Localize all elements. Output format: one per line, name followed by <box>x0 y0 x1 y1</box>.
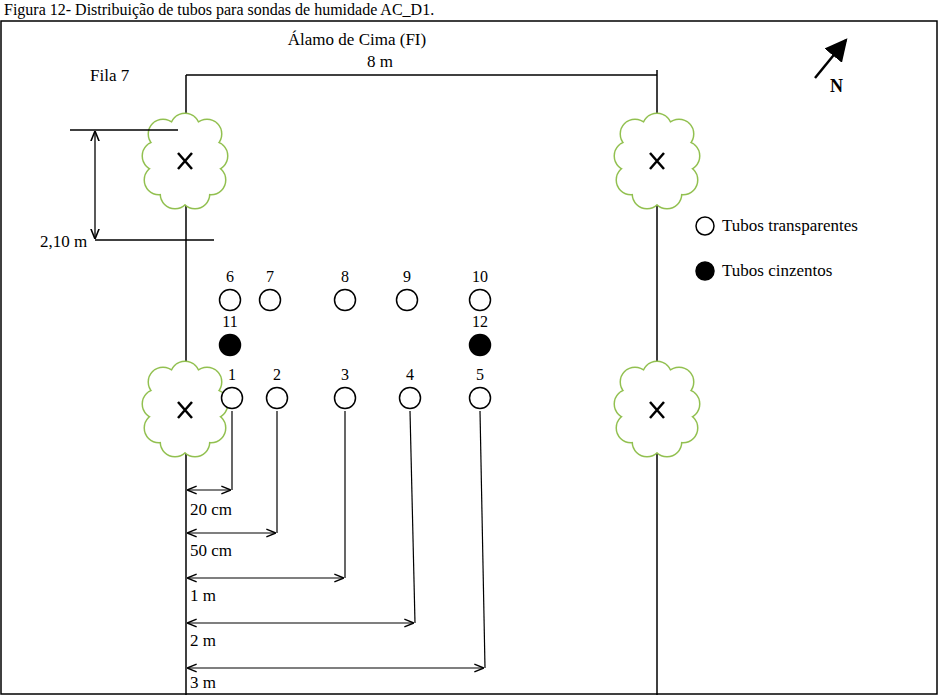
leader-line <box>232 411 485 668</box>
tube-number: 10 <box>465 267 495 287</box>
tube-circle <box>467 332 493 358</box>
tube-circle <box>332 287 358 313</box>
site-name: Álamo de Cima (FI) <box>288 30 426 50</box>
tube-number: 12 <box>465 312 495 332</box>
transparent-tube: 4 <box>395 365 425 411</box>
legend-sample-filled <box>696 262 714 280</box>
dimension-label: 1 m <box>190 586 216 606</box>
tube-number: 2 <box>262 365 292 385</box>
legend-text: Tubos transparentes <box>722 216 858 236</box>
transparent-tube: 6 <box>215 267 245 313</box>
dimension-line <box>70 130 214 240</box>
tube-circle <box>397 385 423 411</box>
tube-number: 5 <box>465 365 495 385</box>
dimension-line <box>186 74 657 76</box>
tube-number: 9 <box>392 267 422 287</box>
tube-circle <box>467 287 493 313</box>
tube-circle <box>394 287 420 313</box>
dimension-label: 2,10 m <box>40 232 87 252</box>
tube-number: 7 <box>255 267 285 287</box>
tube-number: 4 <box>395 365 425 385</box>
transparent-tube: 3 <box>330 365 360 411</box>
tube-circle <box>257 287 283 313</box>
grey-tube: 11 <box>215 312 245 358</box>
tube-circle <box>264 385 290 411</box>
transparent-tube: 7 <box>255 267 285 313</box>
dimension-label: 20 cm <box>190 500 232 520</box>
tube-number: 8 <box>330 267 360 287</box>
tube-number: 1 <box>217 365 247 385</box>
dimension-label: 3 m <box>190 673 216 693</box>
north-label: N <box>830 76 843 96</box>
legend-text: Tubos cinzentos <box>722 261 832 281</box>
frame <box>1 21 937 694</box>
dimension-label: 2 m <box>190 631 216 651</box>
transparent-tube: 5 <box>465 365 495 411</box>
tree-mark <box>178 153 664 418</box>
tube-circle <box>467 385 493 411</box>
dimension-label: 50 cm <box>190 541 232 561</box>
transparent-tube: 1 <box>217 365 247 411</box>
tube-number: 11 <box>215 312 245 332</box>
tube-circle <box>217 332 243 358</box>
transparent-tube: 10 <box>465 267 495 313</box>
grey-tube: 12 <box>465 312 495 358</box>
north-arrow <box>815 40 846 78</box>
tube-circle <box>217 287 243 313</box>
transparent-tube: 8 <box>330 267 360 313</box>
tube-circle <box>219 385 245 411</box>
tube-number: 3 <box>330 365 360 385</box>
transparent-tube: 9 <box>392 267 422 313</box>
dimension-label: 8 m <box>367 52 393 72</box>
row-label: Fila 7 <box>90 66 129 86</box>
transparent-tube: 2 <box>262 365 292 411</box>
legend-sample-open <box>696 217 714 235</box>
tube-circle <box>332 385 358 411</box>
tube-number: 6 <box>215 267 245 287</box>
dimension-line <box>188 490 483 668</box>
tree-symbol <box>143 114 699 456</box>
figure-title: Figura 12- Distribuição de tubos para so… <box>4 0 434 20</box>
